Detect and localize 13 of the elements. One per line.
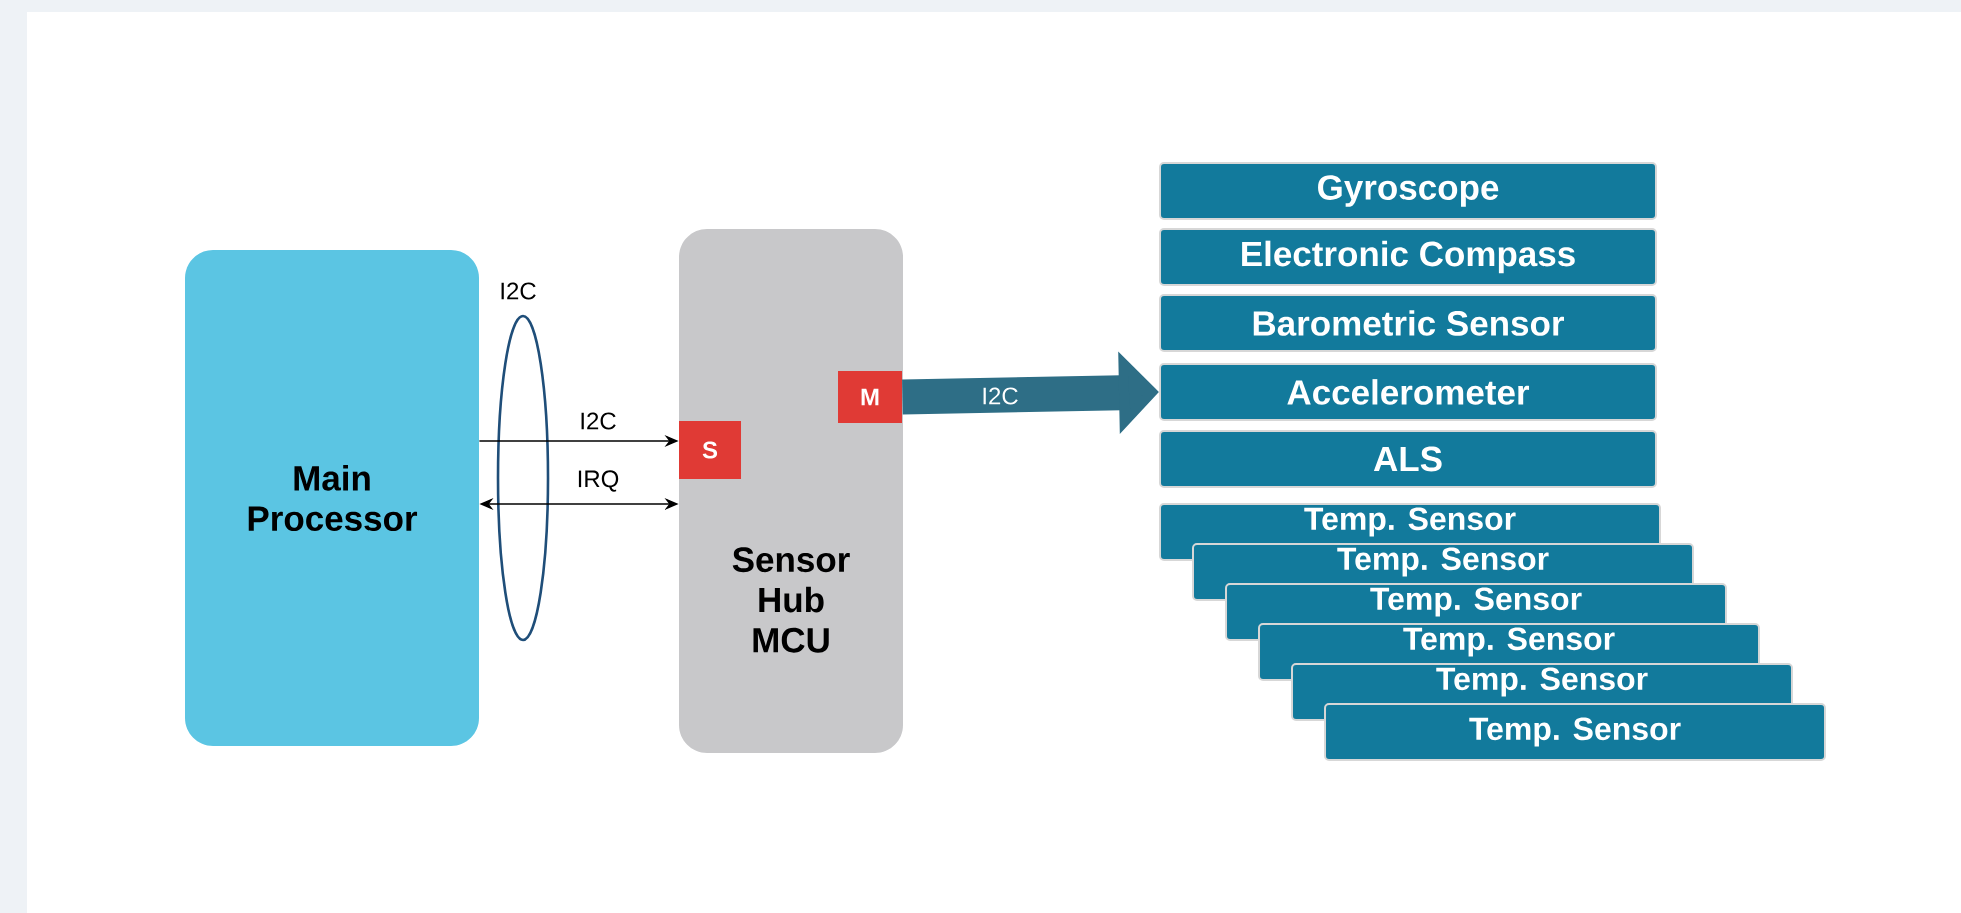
edge-label: IRQ [574, 468, 622, 494]
port-box: S [679, 421, 741, 479]
sensor-box: Gyroscope [1159, 162, 1657, 220]
edge-label: I2C [983, 387, 1018, 405]
bundle-label: I2C [501, 282, 536, 300]
processor-box: Main Processor [185, 250, 479, 746]
sensor-box: Electronic Compass [1159, 228, 1657, 286]
sensor-box: Barometric Sensor [1159, 294, 1657, 352]
edge-label: I2C [577, 410, 619, 432]
sensor-box: Accelerometer [1159, 363, 1657, 421]
sensor-box: ALS [1159, 430, 1657, 488]
port-box: M [838, 371, 902, 423]
sensor-box: Temp. Sensor [1324, 703, 1826, 761]
